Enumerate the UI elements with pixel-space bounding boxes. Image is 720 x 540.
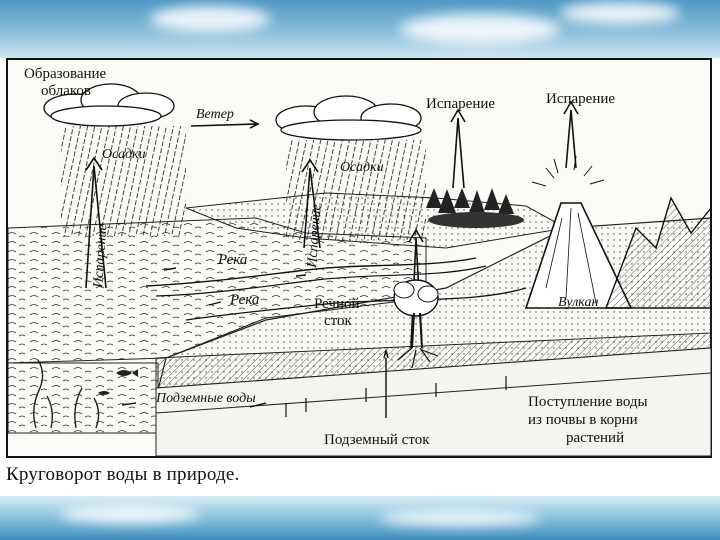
sea-depth <box>7 362 159 434</box>
diagram-svg: Образование облаков Осадки Ветер Осадки … <box>6 58 712 458</box>
fish <box>116 369 138 377</box>
label-precipitation-middle: Осадки <box>340 160 384 175</box>
cloud-left <box>43 83 175 127</box>
label-evaporation-left: Испарение <box>91 224 110 290</box>
fish <box>98 391 110 395</box>
label-groundwater: Подземные воды <box>155 391 256 406</box>
label-root-supply-line2: из почвы в корни <box>528 412 638 428</box>
forest <box>426 188 524 228</box>
sky-cloud <box>560 2 680 24</box>
label-wind: Ветер <box>196 107 234 122</box>
groundwater-flow-arrows <box>121 402 267 408</box>
sky-cloud <box>380 510 540 526</box>
label-river-runoff-line2: сток <box>324 313 353 329</box>
water-cycle-diagram: Образование облаков Осадки Ветер Осадки … <box>6 58 712 458</box>
label-river-runoff: Речной сток <box>314 296 360 329</box>
label-river-lower: Река <box>229 292 259 308</box>
label-evaporation-middle: Испарение <box>305 204 324 270</box>
label-evaporation-forest: Испарение <box>426 96 495 112</box>
rain-middle <box>286 140 426 240</box>
wind-arrow <box>190 119 260 129</box>
sky-cloud <box>400 14 560 44</box>
label-root-supply-line1: Поступление воды <box>528 394 648 410</box>
label-root-supply: Поступление воды из почвы в корни растен… <box>528 394 648 446</box>
evaporation-arrow-middle <box>301 158 321 249</box>
label-root-supply-line3: растений <box>566 430 624 446</box>
river-upper-bank <box>155 265 487 297</box>
sky-cloud <box>150 6 270 32</box>
infiltration-arrows <box>285 376 507 417</box>
evaporation-arrow-left <box>85 156 107 289</box>
river-flow-arrows <box>163 267 307 306</box>
label-underground-runoff: Подземный сток <box>324 432 430 448</box>
rain-left <box>61 126 186 236</box>
underground-runoff-arrow <box>383 349 389 418</box>
groundwater-line <box>155 372 712 414</box>
label-river-runoff-line1: Речной <box>314 296 360 312</box>
seaweed <box>33 359 100 429</box>
label-cloud-formation-line2: облаков <box>41 83 91 99</box>
evaporation-arrow-forest <box>450 108 466 189</box>
label-precipitation-left: Осадки <box>102 147 146 162</box>
cloud-middle <box>275 95 422 141</box>
tree <box>393 279 439 369</box>
label-evaporation-volcano: Испарение <box>546 91 615 107</box>
figure-caption: Круговорот воды в природе. <box>6 464 240 485</box>
label-cloud-formation: Образование облаков <box>24 66 107 99</box>
river-lower <box>185 287 527 321</box>
groundwater-layer <box>155 347 712 457</box>
mountains <box>604 196 712 309</box>
label-volcano: Вулкан <box>558 295 598 310</box>
river-upper <box>145 257 477 287</box>
volcano <box>524 155 633 309</box>
label-cloud-formation-line1: Образование <box>24 66 107 82</box>
sky-cloud <box>60 505 200 523</box>
label-river-upper: Река <box>217 252 247 268</box>
